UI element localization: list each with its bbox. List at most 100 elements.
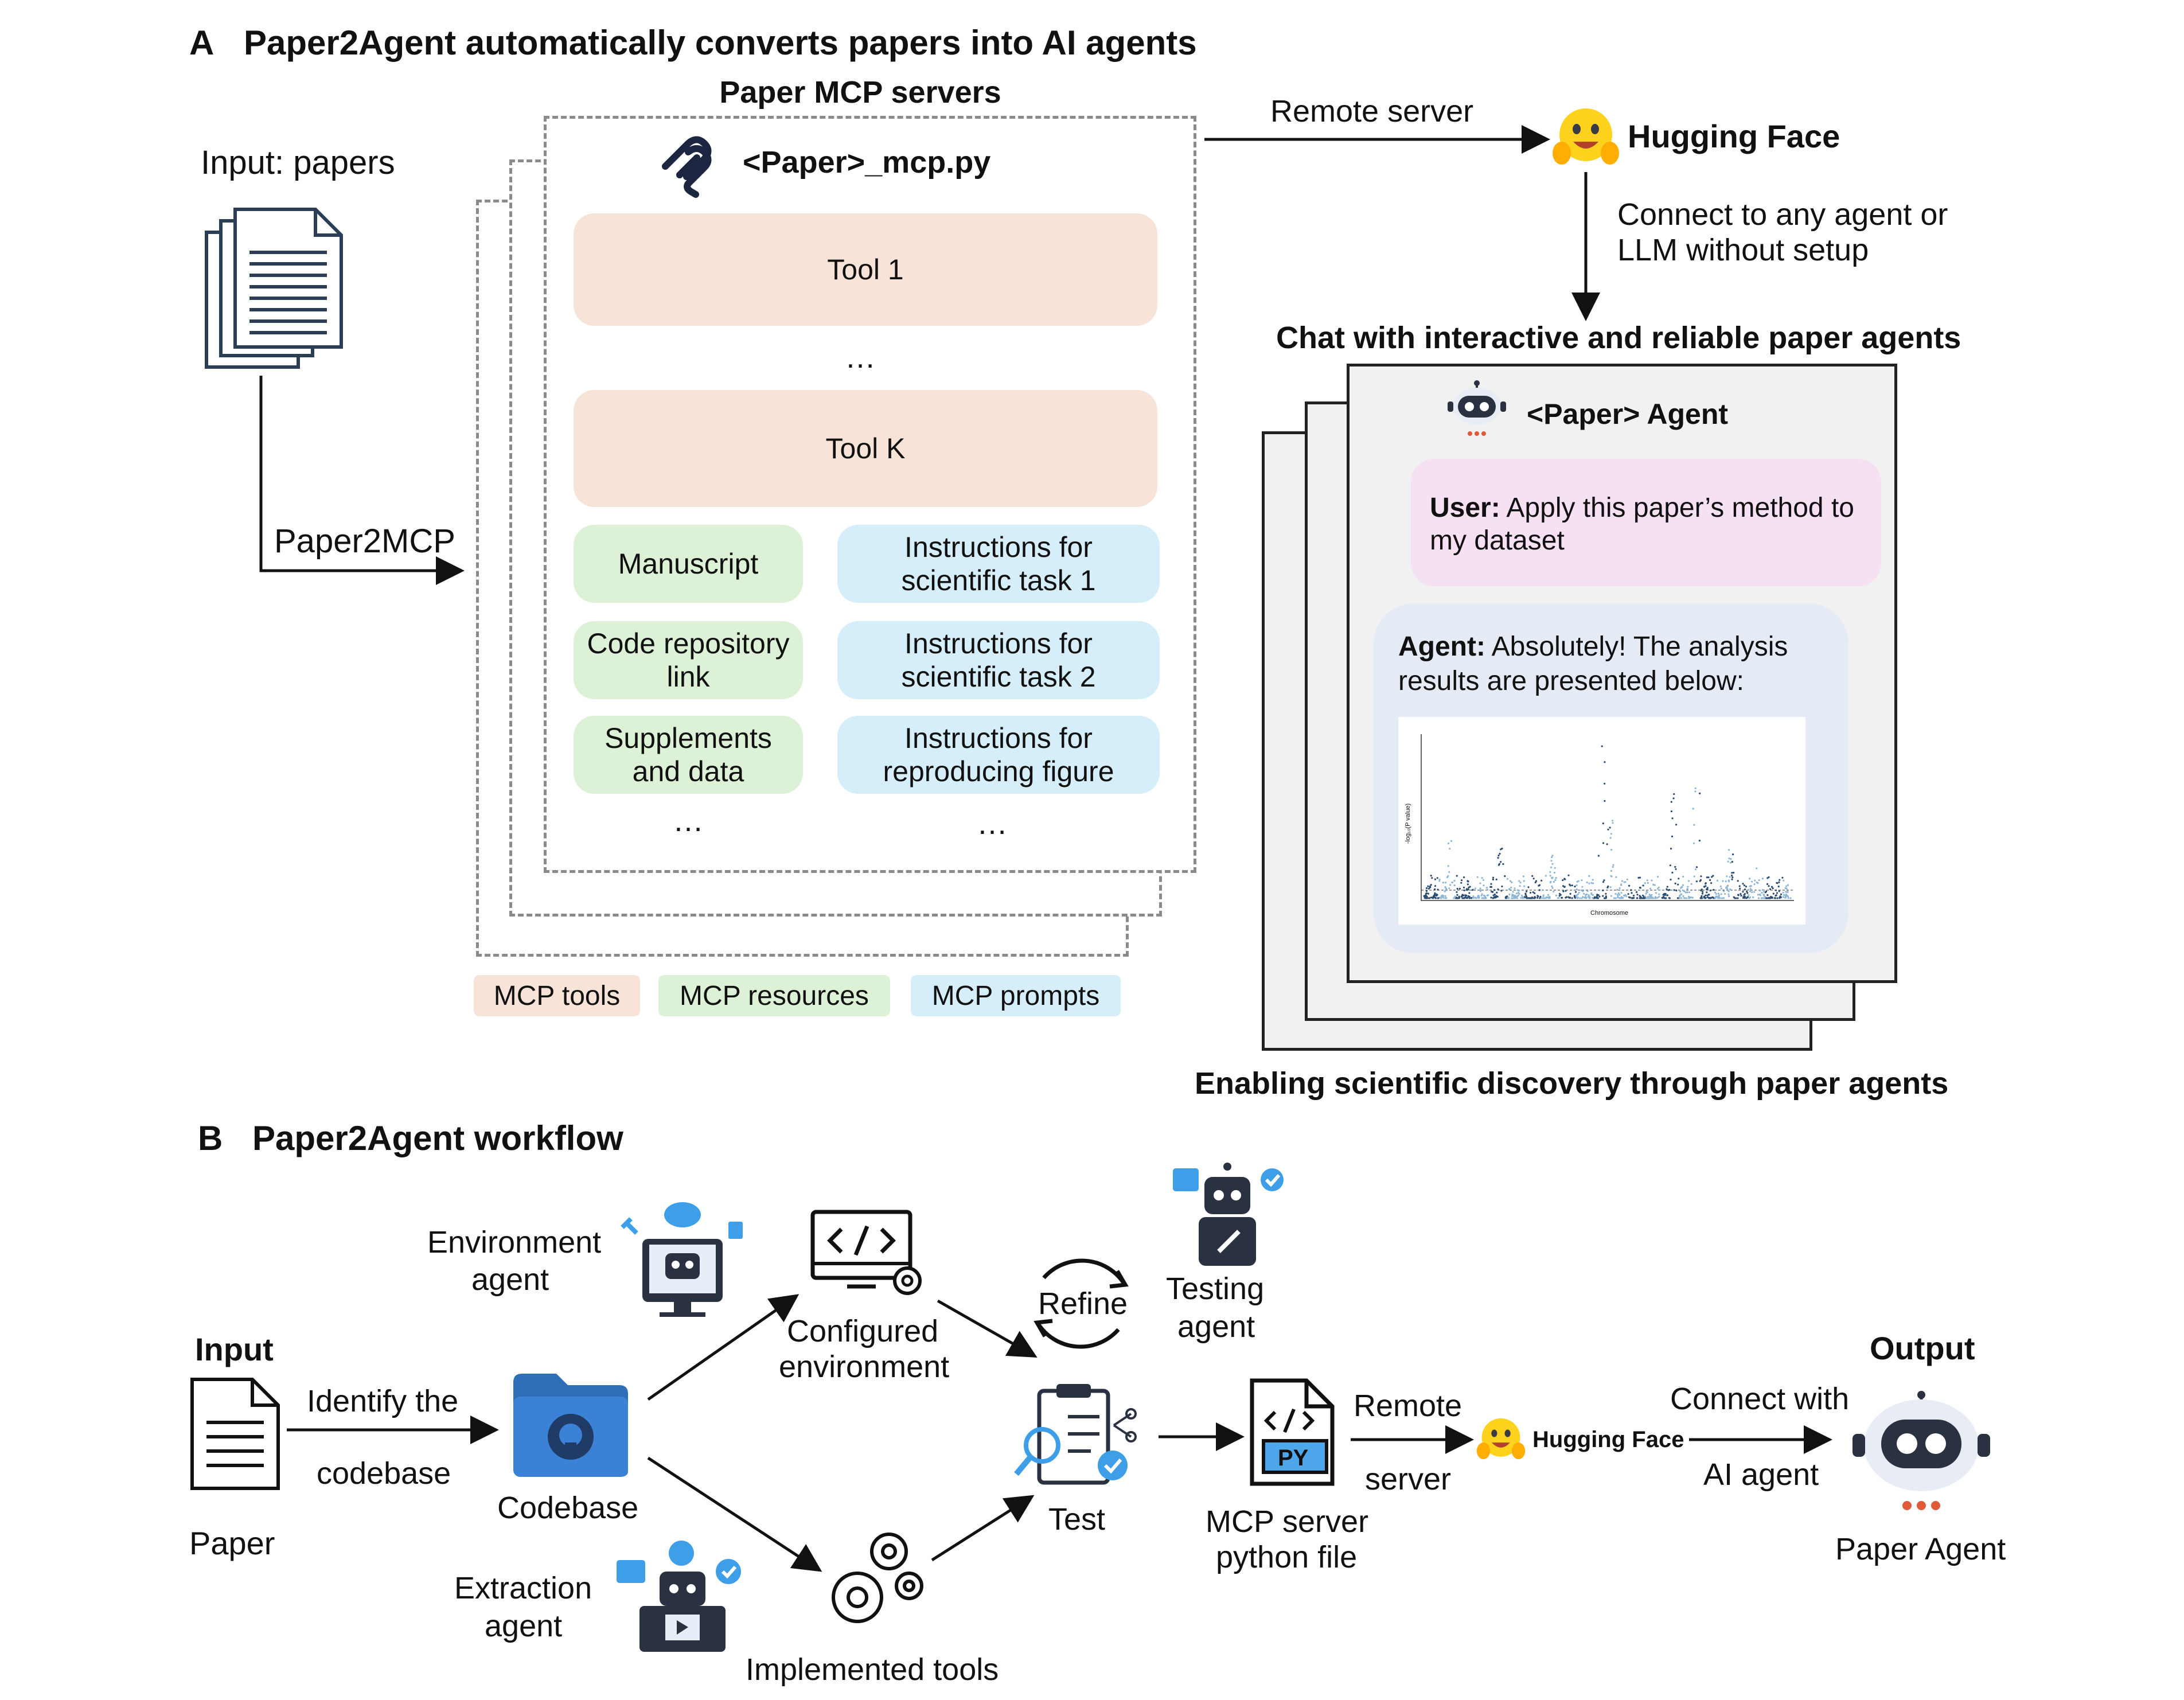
plot-point	[1643, 897, 1645, 899]
plot-point	[1463, 897, 1465, 899]
plot-point	[1765, 890, 1768, 892]
plot-point	[1785, 896, 1787, 899]
agent-robot-icon	[1445, 376, 1508, 439]
plot-point	[1715, 892, 1717, 895]
plot-point	[1485, 887, 1488, 889]
plot-point	[1769, 888, 1772, 890]
plot-point	[1471, 896, 1473, 899]
plot-point	[1761, 889, 1764, 891]
bottom-caption: Enabling scientific discovery through pa…	[1195, 1066, 1949, 1101]
plot-point	[1728, 895, 1730, 898]
monitor-code-icon	[810, 1209, 925, 1301]
plot-point	[1550, 880, 1552, 883]
plot-point	[1495, 878, 1497, 880]
plot-point	[1712, 875, 1714, 877]
plot-point	[1761, 891, 1763, 894]
plot-point	[1772, 887, 1774, 890]
plot-point	[1499, 852, 1501, 855]
plot-point	[1746, 890, 1748, 893]
plot-point	[1592, 897, 1594, 899]
plot-point	[1432, 895, 1434, 898]
plot-point	[1668, 897, 1671, 899]
plot-point	[1687, 895, 1690, 898]
hugging-face-icon	[1551, 106, 1620, 169]
plot-point	[1616, 894, 1619, 896]
plot-point	[1479, 887, 1481, 890]
plot-point	[1492, 876, 1495, 879]
plot-point	[1762, 894, 1765, 896]
plot-point	[1504, 896, 1507, 899]
plot-point	[1689, 896, 1691, 899]
plot-point	[1746, 892, 1749, 894]
plot-point	[1787, 897, 1789, 899]
plot-point	[1675, 824, 1678, 826]
plot-point	[1785, 891, 1787, 893]
plot-point	[1579, 897, 1581, 899]
plot-point	[1748, 894, 1750, 896]
plot-point	[1720, 893, 1722, 895]
plot-point	[1787, 884, 1789, 886]
plot-point	[1547, 894, 1549, 896]
plot-point	[1710, 882, 1713, 884]
plot-point	[1434, 878, 1436, 880]
plot-point	[1726, 875, 1728, 878]
plot-point	[1751, 891, 1753, 894]
connect-text-line2: LLM without setup	[1617, 233, 1869, 267]
plot-point	[1583, 896, 1586, 899]
plot-point	[1776, 897, 1779, 899]
plot-point	[1724, 892, 1726, 895]
implemented-tools-label: Implemented tools	[746, 1652, 999, 1687]
plot-point	[1444, 890, 1446, 892]
agent-text-1: Absolutely! The analysis	[1485, 631, 1788, 662]
plot-point	[1522, 875, 1525, 878]
plot-point	[1676, 897, 1679, 899]
plot-point	[1620, 892, 1623, 894]
plot-point	[1725, 880, 1727, 883]
panel-b-letter: B	[198, 1119, 223, 1157]
plot-point	[1650, 896, 1652, 898]
plot-point	[1783, 894, 1785, 896]
plot-point	[1425, 887, 1428, 890]
plot-point	[1675, 890, 1678, 892]
plot-point	[1479, 882, 1481, 884]
plot-point	[1645, 892, 1647, 895]
plot-point	[1691, 896, 1693, 899]
plot-point	[1483, 897, 1485, 899]
hugging-face-small-icon	[1475, 1417, 1527, 1463]
plot-point	[1490, 883, 1492, 885]
plot-point	[1436, 893, 1438, 895]
plot-point	[1442, 882, 1444, 884]
plot-point	[1779, 879, 1781, 881]
plot-point	[1627, 893, 1629, 895]
plot-point	[1764, 896, 1766, 898]
plot-point	[1502, 863, 1504, 865]
plot-point	[1581, 886, 1584, 888]
plot-point	[1618, 887, 1621, 890]
plot-point	[1549, 875, 1551, 877]
plot-point	[1674, 865, 1676, 868]
plot-point	[1434, 892, 1436, 894]
plot-point	[1661, 896, 1663, 899]
plot-point	[1516, 895, 1519, 898]
plot-point	[1656, 896, 1659, 899]
plot-point	[1553, 890, 1555, 893]
plot-point	[1538, 884, 1540, 886]
plot-point	[1492, 894, 1495, 896]
plot-point	[1758, 879, 1760, 882]
plot-point	[1444, 895, 1446, 897]
plot-point	[1654, 897, 1656, 899]
plot-point	[1590, 892, 1593, 894]
plot-point	[1598, 895, 1601, 898]
panel-a-letter: A	[189, 24, 214, 62]
plot-point	[1542, 894, 1545, 896]
plot-point	[1551, 887, 1554, 889]
plot-point	[1501, 885, 1503, 888]
plot-point	[1427, 885, 1429, 887]
plot-point	[1458, 895, 1460, 898]
plot-point	[1694, 787, 1696, 790]
plot-point	[1602, 842, 1605, 844]
plot-point	[1620, 883, 1623, 886]
plot-point	[1551, 855, 1554, 857]
plot-point	[1743, 884, 1745, 887]
plot-point	[1447, 875, 1449, 877]
